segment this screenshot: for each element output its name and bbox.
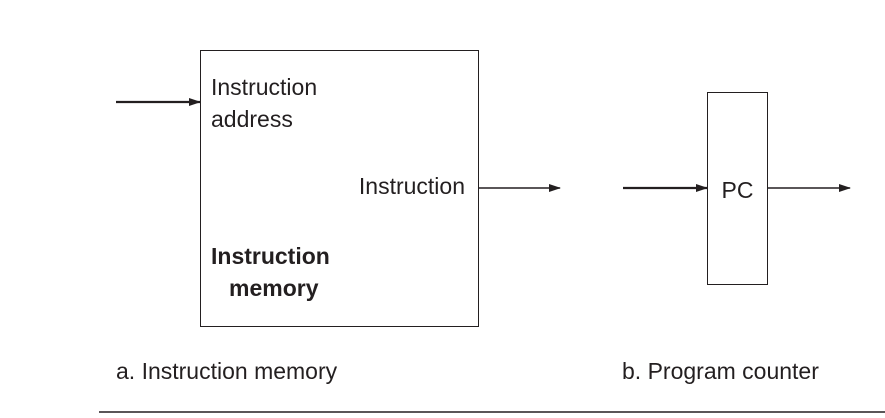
program-counter-label: PC — [721, 177, 754, 203]
instruction-output-label: Instruction — [358, 173, 465, 199]
instruction-address-label-line1: Instruction — [211, 74, 318, 100]
instruction-memory-title-line1: Instruction — [211, 243, 330, 269]
instruction-memory-title-line2: memory — [229, 275, 319, 301]
instruction-memory-caption: a. Instruction memory — [116, 358, 338, 384]
program-counter-caption: b. Program counter — [622, 358, 819, 384]
instruction-address-label-line2: address — [211, 106, 293, 132]
instruction-memory-block — [200, 50, 479, 327]
program-counter-block — [707, 92, 768, 285]
